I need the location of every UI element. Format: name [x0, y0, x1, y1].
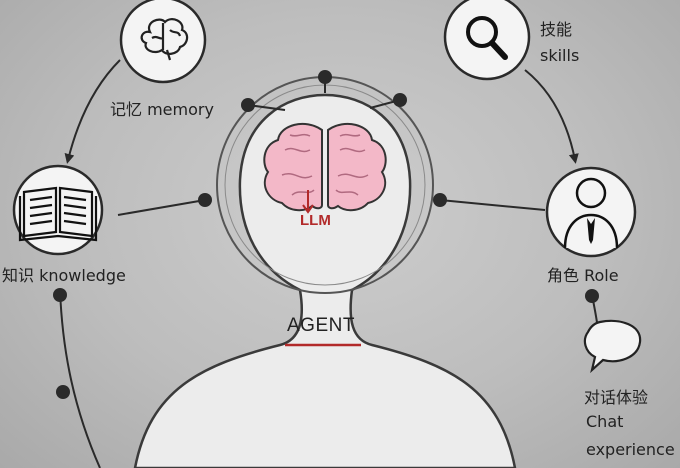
role-node	[545, 166, 637, 258]
memory-node	[119, 0, 207, 84]
knowledge-label: 知识 knowledge	[2, 266, 126, 285]
knowledge-node	[12, 164, 104, 256]
magnifier-icon	[466, 16, 508, 60]
role-label: 角色 Role	[547, 266, 619, 285]
skills-label-en: skills	[540, 46, 580, 65]
chat-label-en1: Chat	[586, 412, 624, 431]
human-silhouette	[133, 93, 517, 468]
brain-icon	[263, 122, 387, 214]
agent-label: AGENT	[287, 315, 355, 336]
person-icon	[563, 177, 619, 249]
skills-label-cn: 技能	[540, 20, 573, 39]
chat-label-cn: 对话体验	[584, 388, 649, 407]
skills-node	[443, 0, 531, 81]
connections	[59, 59, 599, 468]
brain-icon	[140, 18, 189, 61]
connector-dots	[53, 70, 599, 399]
chat-label-en2: experience	[586, 440, 675, 459]
memory-label: 记忆 memory	[110, 100, 214, 119]
speech-bubble-icon	[583, 319, 642, 374]
book-icon	[18, 186, 98, 242]
llm-label: LLM	[300, 212, 331, 229]
